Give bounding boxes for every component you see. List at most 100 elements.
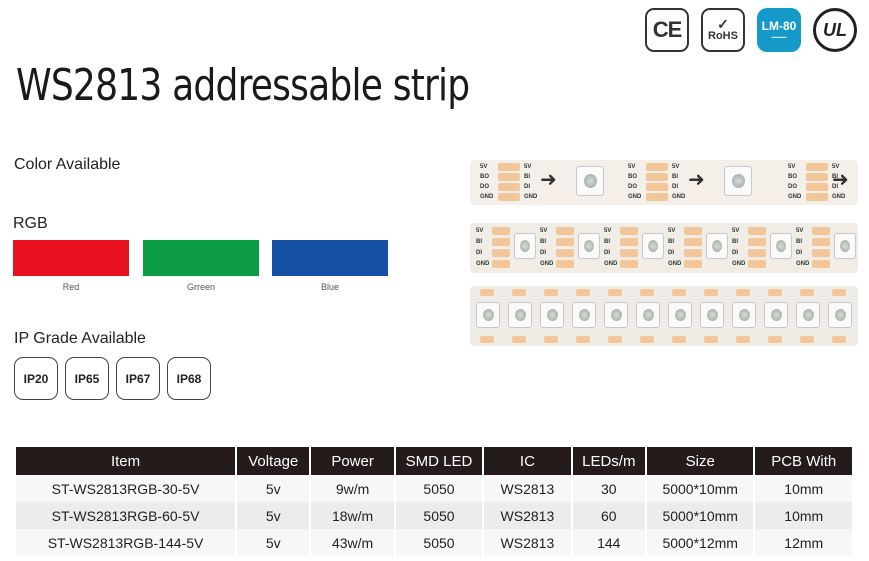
arrow-icon: ➜ bbox=[688, 169, 705, 191]
cell-power: 43w/m bbox=[311, 529, 394, 556]
solder-pad bbox=[736, 336, 750, 343]
arrow-icon: ➜ bbox=[832, 169, 849, 191]
solder-pad bbox=[608, 336, 622, 343]
cell-leds-per-m: 144 bbox=[572, 529, 645, 556]
solder-pad bbox=[704, 289, 718, 296]
table-row: ST-WS2813RGB-30-5V 5v 9w/m 5050 WS2813 3… bbox=[16, 475, 852, 502]
red-swatch bbox=[13, 240, 129, 276]
rgb-label: RGB bbox=[13, 215, 48, 232]
pad-label: 5V bbox=[480, 164, 488, 170]
cell-item: ST-WS2813RGB-30-5V bbox=[16, 475, 236, 502]
table-header-row: Item Voltage Power SMD LED IC LEDs/m Siz… bbox=[16, 447, 852, 475]
solder-pad bbox=[646, 193, 668, 201]
header-voltage: Voltage bbox=[237, 447, 310, 475]
ce-mark-icon: CE bbox=[645, 8, 689, 52]
blue-swatch bbox=[272, 240, 388, 276]
pad-label: GND bbox=[540, 261, 554, 267]
pad-label: DI bbox=[672, 184, 678, 190]
pad-label: GND bbox=[788, 194, 802, 200]
pad-label: DI bbox=[604, 250, 610, 256]
pad-label: 5V bbox=[732, 228, 740, 234]
led-chip bbox=[604, 302, 628, 328]
cell-ic: WS2813 bbox=[484, 475, 571, 502]
pad-label: GND bbox=[524, 194, 538, 200]
header-power: Power bbox=[311, 447, 394, 475]
pad-label: 5V bbox=[668, 228, 676, 234]
led-chip bbox=[796, 302, 820, 328]
pad-label: 5V bbox=[524, 164, 532, 170]
solder-pad bbox=[832, 289, 846, 296]
solder-pad bbox=[620, 227, 638, 235]
solder-pad bbox=[684, 249, 702, 257]
led-chip bbox=[572, 302, 596, 328]
cell-pcb-width: 10mm bbox=[755, 502, 852, 529]
led-chip bbox=[764, 302, 788, 328]
cell-pcb-width: 12mm bbox=[755, 529, 852, 556]
pad-label: BO bbox=[628, 174, 637, 180]
header-size: Size bbox=[646, 447, 754, 475]
pad-label: BI bbox=[732, 239, 738, 245]
solder-pad bbox=[800, 289, 814, 296]
pad-label: GND bbox=[672, 194, 686, 200]
pad-label: GND bbox=[480, 194, 494, 200]
led-chip bbox=[642, 233, 664, 259]
cell-ic: WS2813 bbox=[484, 529, 571, 556]
pad-label: DO bbox=[480, 184, 489, 190]
pad-label: BI bbox=[832, 174, 838, 180]
pad-label: GND bbox=[668, 261, 682, 267]
table-row: ST-WS2813RGB-60-5V 5v 18w/m 5050 WS2813 … bbox=[16, 502, 852, 529]
solder-pad bbox=[498, 163, 520, 171]
table-row: ST-WS2813RGB-144-5V 5v 43w/m 5050 WS2813… bbox=[16, 529, 852, 556]
cell-voltage: 5v bbox=[237, 475, 310, 502]
solder-pad bbox=[556, 238, 574, 246]
solder-pad bbox=[748, 227, 766, 235]
pad-label: GND bbox=[604, 261, 618, 267]
solder-pad bbox=[800, 336, 814, 343]
arrow-icon: ➜ bbox=[540, 169, 557, 191]
cell-ic: WS2813 bbox=[484, 502, 571, 529]
led-chip bbox=[540, 302, 564, 328]
pad-label: BI bbox=[796, 239, 802, 245]
cell-smd-led: 5050 bbox=[395, 529, 483, 556]
pad-label: GND bbox=[732, 261, 746, 267]
ip20-badge: IP20 bbox=[14, 357, 58, 400]
solder-pad bbox=[498, 183, 520, 191]
cell-power: 18w/m bbox=[311, 502, 394, 529]
solder-pad bbox=[748, 260, 766, 268]
pad-label: DI bbox=[668, 250, 674, 256]
header-item: Item bbox=[16, 447, 236, 475]
solder-pad bbox=[672, 336, 686, 343]
pad-label: BI bbox=[668, 239, 674, 245]
pad-label: 5V bbox=[832, 164, 840, 170]
solder-pad bbox=[620, 249, 638, 257]
solder-pad bbox=[492, 260, 510, 268]
pad-label: GND bbox=[628, 194, 642, 200]
solder-pad bbox=[812, 249, 830, 257]
solder-pad bbox=[684, 260, 702, 268]
solder-pad bbox=[556, 260, 574, 268]
led-chip bbox=[668, 302, 692, 328]
solder-pad bbox=[480, 289, 494, 296]
cell-item: ST-WS2813RGB-60-5V bbox=[16, 502, 236, 529]
solder-pad bbox=[736, 289, 750, 296]
pad-label: 5V bbox=[604, 228, 612, 234]
solder-pad bbox=[748, 238, 766, 246]
ul-mark-icon: UL bbox=[813, 8, 857, 52]
cell-smd-led: 5050 bbox=[395, 502, 483, 529]
pad-label: DO bbox=[628, 184, 637, 190]
solder-pad bbox=[768, 336, 782, 343]
solder-pad bbox=[806, 163, 828, 171]
solder-pad bbox=[646, 183, 668, 191]
cell-smd-led: 5050 bbox=[395, 475, 483, 502]
cell-size: 5000*10mm bbox=[646, 475, 754, 502]
pad-label: DI bbox=[540, 250, 546, 256]
cell-voltage: 5v bbox=[237, 529, 310, 556]
page-title: WS2813 addressable strip bbox=[16, 60, 470, 111]
solder-pad bbox=[512, 336, 526, 343]
solder-pad bbox=[806, 183, 828, 191]
pad-label: 5V bbox=[672, 164, 680, 170]
solder-pad bbox=[640, 289, 654, 296]
led-chip bbox=[636, 302, 660, 328]
solder-pad bbox=[806, 173, 828, 181]
